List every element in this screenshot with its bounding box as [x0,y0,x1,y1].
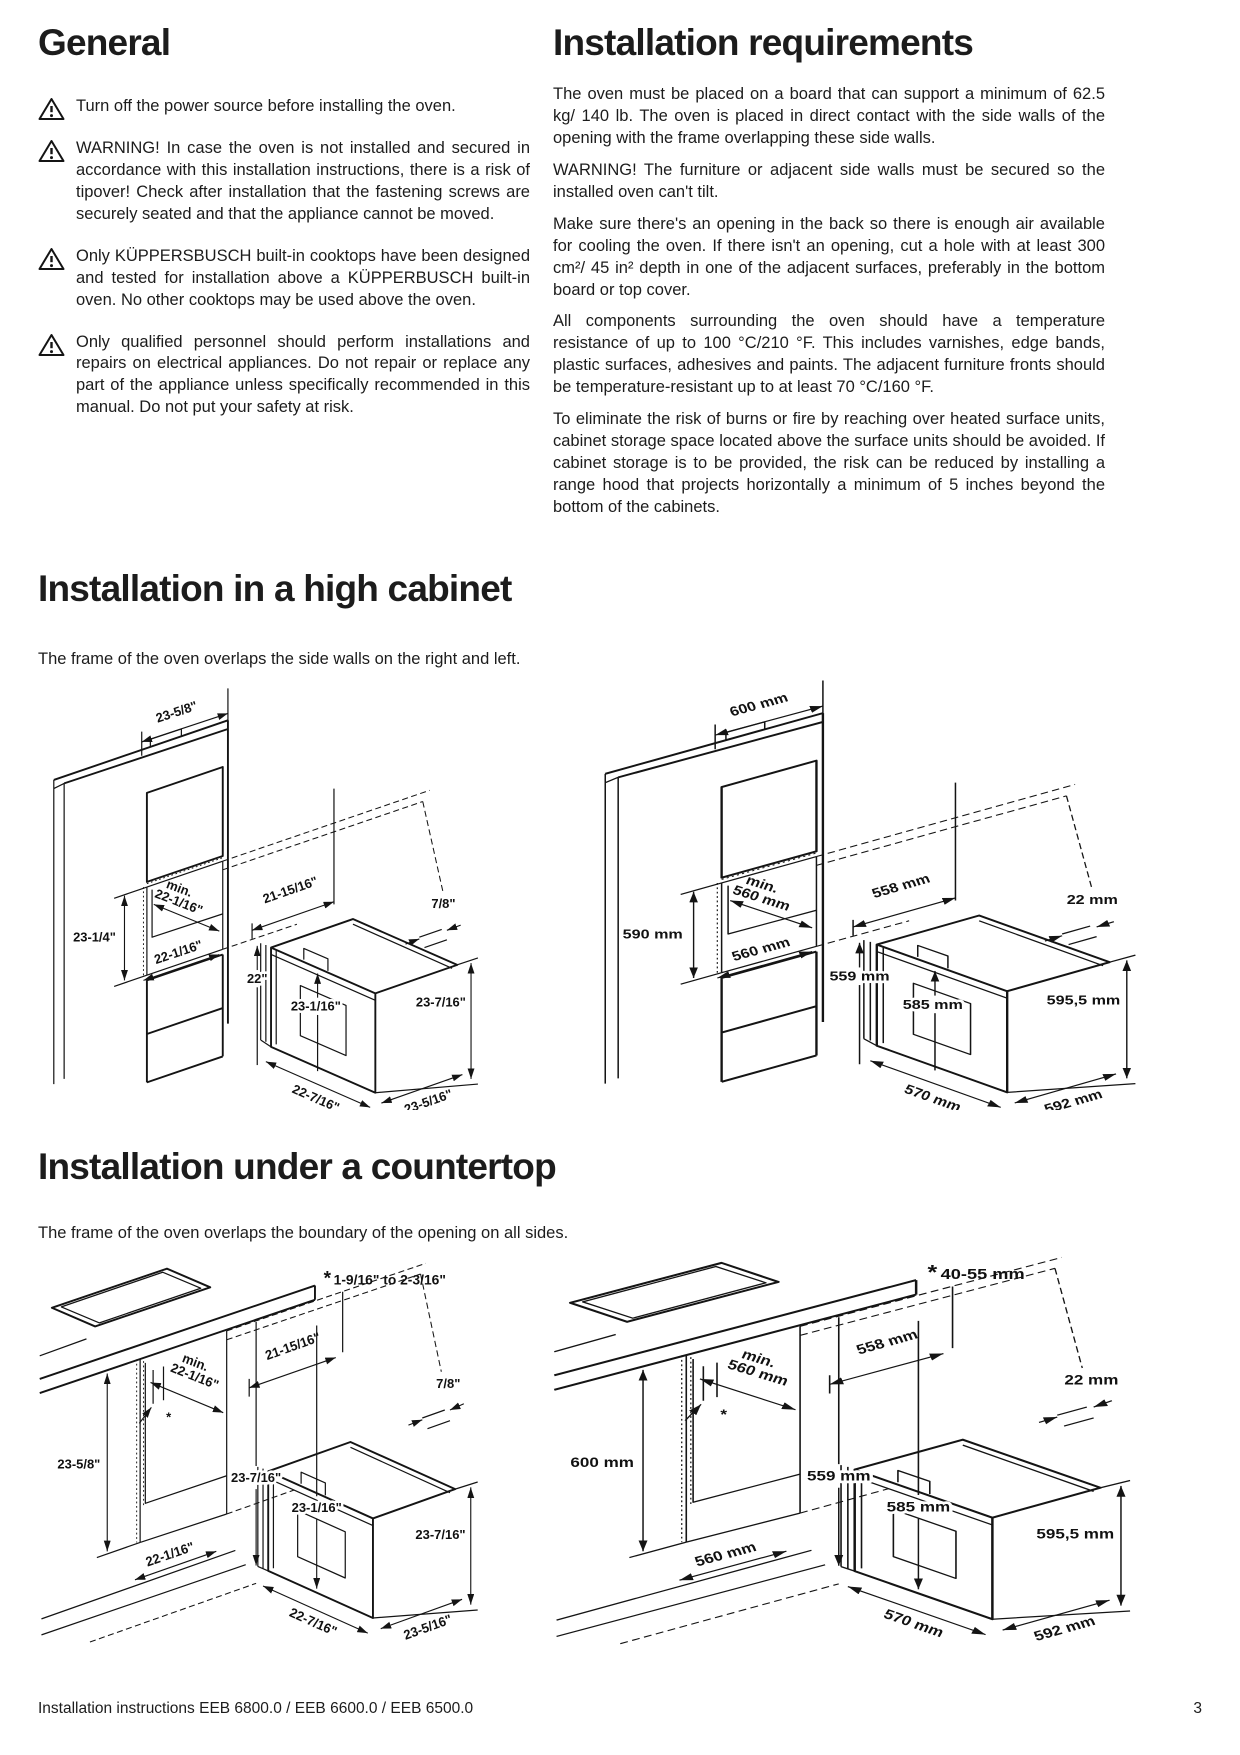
dim-label: 560 mm [693,1540,759,1570]
dim-label: 22" [247,971,268,986]
dim-label: 23-7/16" [416,994,466,1009]
dim-label: 23-1/16" [291,999,341,1014]
counter-and-cabinet-outline [39,1262,442,1643]
dim-label: 595,5 mm [1047,994,1121,1008]
oven-outline [863,914,1111,1094]
warning-icon [38,139,65,162]
requirements-section: Installation requirements The oven must … [553,22,1105,529]
countertop-metric-diagram: * *40-55 mm min.560 mm 558 mm 600 mm 22 … [553,1256,1131,1645]
dimension-annotations: * *1-9/16" to 2-3/16" min.22-1/16" 21-15… [55,1268,478,1643]
warning-text: Turn off the power source before install… [76,97,456,115]
dim-label: 570 mm [901,1082,963,1110]
warning-item: Only KÜPPERSBUSCH built-in cooktops have… [38,246,530,322]
countertop-title: Installation under a countertop [38,1146,557,1187]
dim-label: 558 mm [870,872,933,902]
dim-label: 585 mm [903,998,963,1012]
dim-label: * [720,1407,727,1422]
requirements-paragraph: WARNING! The furniture or adjacent side … [553,160,1105,201]
dim-label: 22-7/16" [290,1081,342,1110]
counter-and-cabinet-outline [553,1256,1083,1645]
dim-label: 592 mm [1032,1614,1098,1645]
high-cabinet-imperial-diagram: 23-5/8" 23-1/4" min.22-1/16" 22-1/16" 21… [53,688,479,1110]
dim-label: 585 mm [887,1500,951,1515]
dim-label: min.22-1/16" [169,1347,226,1392]
warning-item: Turn off the power source before install… [38,96,530,128]
dim-label: 595,5 mm [1036,1527,1114,1542]
cabinet-outline [604,712,1093,1084]
general-section: General Turn off the power source before… [38,22,530,439]
dim-label: 23-5/8" [57,1457,100,1472]
dim-label: 600 mm [728,691,791,720]
dim-label: 22 mm [1067,893,1118,907]
countertop-imperial-diagram: * *1-9/16" to 2-3/16" min.22-1/16" 21-15… [39,1262,478,1643]
general-title: General [38,22,171,63]
dim-label: 558 mm [854,1327,920,1358]
countertop-intro: The frame of the oven overlaps the bound… [38,1224,569,1242]
dim-label: 23-5/8" [154,698,199,726]
dim-label: 23-7/16" [415,1527,465,1542]
dim-label: 23-5/16" [402,1611,454,1642]
dim-label: min.560 mm [725,1344,797,1389]
high-cabinet-title: Installation in a high cabinet [38,568,512,609]
dim-label: 592 mm [1042,1087,1105,1110]
warning-icon [38,98,65,120]
footer-text: Installation instructions EEB 6800.0 / E… [38,1700,474,1717]
warning-text: Only qualified personnel should perform … [76,332,530,417]
dim-label: 7/8" [431,896,455,911]
dim-label: 600 mm [570,1455,634,1470]
dim-label: 559 mm [829,970,889,984]
dim-label: 23-1/4" [73,930,116,945]
warning-text: Only KÜPPERSBUSCH built-in cooktops have… [76,246,530,309]
dim-label: * [166,1409,172,1424]
warning-item: WARNING! In case the oven is not install… [38,138,530,236]
dim-label: 559 mm [807,1469,871,1484]
dim-label: 22 mm [1064,1373,1118,1388]
dim-label: min.22-1/16" [153,874,210,918]
dim-label: 22-1/16" [144,1539,196,1570]
high-cabinet-intro: The frame of the oven overlaps the side … [38,650,521,668]
warning-text: WARNING! In case the oven is not install… [76,138,530,223]
cabinet-outline [53,719,444,1085]
requirements-paragraph: To eliminate the risk of burns or fire b… [553,410,1105,516]
warning-item: Only qualified personnel should perform … [38,332,530,430]
dim-label: 23-1/16" [292,1500,342,1515]
requirements-paragraph: The oven must be placed on a board that … [553,85,1105,147]
dim-label: 21-15/16" [263,1329,322,1363]
star-note: *40-55 mm [928,1262,1025,1284]
oven-outline [840,1438,1102,1621]
page-number: 3 [1193,1700,1202,1717]
high-cabinet-metric-diagram: 600 mm 590 mm min.560 mm 560 mm 558 mm 2… [604,680,1136,1110]
dim-label: 21-15/16" [261,873,320,906]
dim-label: 23-7/16" [231,1470,281,1485]
requirements-paragraph: Make sure there's an opening in the back… [553,214,1105,299]
star-note: *1-9/16" to 2-3/16" [324,1268,446,1289]
dim-label: 570 mm [881,1607,947,1641]
warning-icon [38,247,65,270]
dimension-annotations: * *40-55 mm min.560 mm 558 mm 600 mm 22 … [567,1262,1131,1645]
dim-label: 590 mm [623,928,683,942]
warning-icon [38,333,65,356]
dim-label: 22-7/16" [287,1605,339,1639]
page-footer: Installation instructions EEB 6800.0 / E… [38,1700,1202,1718]
dim-label: 7/8" [436,1376,460,1391]
requirements-title: Installation requirements [553,22,974,63]
requirements-paragraph: All components surrounding the oven shou… [553,312,1105,397]
